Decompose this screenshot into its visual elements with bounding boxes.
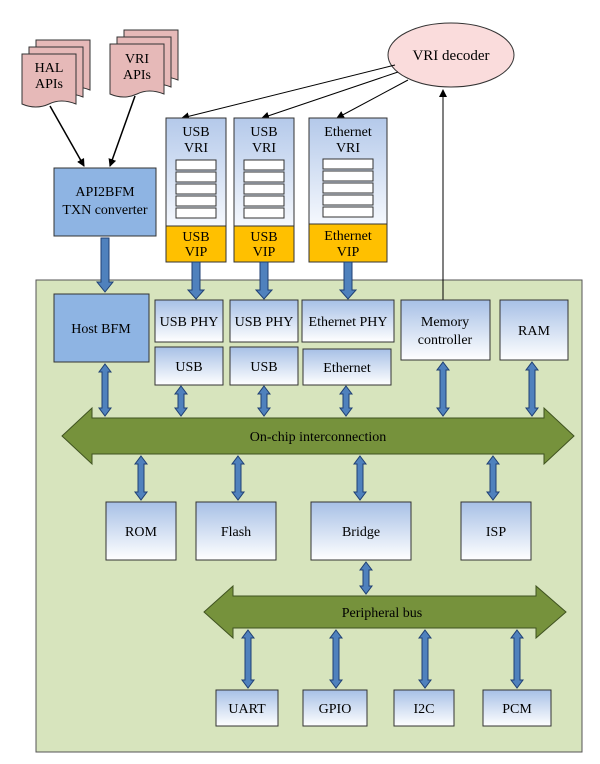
gpio-label: GPIO bbox=[319, 702, 352, 717]
flash-block bbox=[195, 501, 277, 561]
rom-block bbox=[105, 501, 177, 561]
converter-label-line2: TXN converter bbox=[62, 203, 147, 218]
vri-apis-label-line1: VRI bbox=[125, 52, 149, 67]
peripheral-connectors bbox=[241, 629, 524, 689]
uart-bus-connector bbox=[241, 629, 255, 689]
host-bfm-bus-connector bbox=[98, 363, 112, 417]
lower-bus-connectors bbox=[134, 455, 500, 501]
isp-label: ISP bbox=[486, 525, 506, 540]
flash-bus-connector bbox=[231, 455, 245, 501]
bridge-bus-connector bbox=[353, 455, 367, 501]
uart-label: UART bbox=[228, 702, 266, 717]
usb-phy-1-block bbox=[154, 299, 224, 343]
usb-vip-2-label-line1: USB bbox=[250, 230, 277, 245]
peripheral-bus bbox=[203, 584, 567, 640]
eth-phy-block bbox=[301, 299, 395, 343]
usb-vip-1-label-line1: USB bbox=[182, 230, 209, 245]
isp-bus-connector bbox=[486, 455, 500, 501]
usb-vri-column-1: USB VRI USB VIP bbox=[165, 117, 227, 263]
eth-vri-label-line1: Ethernet bbox=[324, 125, 372, 140]
usb-1-label: USB bbox=[175, 360, 202, 375]
usb-vri-2-label-line1: USB bbox=[250, 125, 277, 140]
eth-phy-label: Ethernet PHY bbox=[309, 315, 388, 330]
on-chip-interconnection-label: On-chip interconnection bbox=[250, 430, 386, 445]
vri-decoder-label: VRI decoder bbox=[412, 48, 489, 64]
eth-vip bbox=[308, 223, 388, 263]
usb-vip-1-label-line2: VIP bbox=[185, 245, 208, 260]
i2c-label: I2C bbox=[414, 702, 435, 717]
eth-vip-to-phy-connector bbox=[338, 261, 358, 300]
rom-label: ROM bbox=[125, 525, 157, 540]
usb-vri-1-label-line2: VRI bbox=[184, 141, 208, 156]
bridge-label: Bridge bbox=[342, 525, 380, 540]
usb-2-bus-connector bbox=[257, 385, 271, 417]
ram-block bbox=[499, 299, 569, 361]
hal-apis-stack: HAL APIs bbox=[21, 39, 91, 108]
usb-2-block bbox=[229, 346, 299, 386]
usb-vip-2-label-line2: VIP bbox=[253, 245, 276, 260]
converter-to-host-bfm-connector bbox=[95, 237, 115, 293]
converter-label-line1: API2BFM bbox=[75, 185, 135, 200]
pcm-bus-connector bbox=[510, 629, 524, 689]
decoder-to-eth-vri-arrow bbox=[336, 79, 409, 119]
i2c-block bbox=[393, 689, 455, 727]
upper-bus-connectors bbox=[98, 361, 539, 417]
usb-1-bus-connector bbox=[174, 385, 188, 417]
ethernet-block bbox=[302, 348, 392, 386]
vri-apis-stack: VRI APIs bbox=[109, 29, 179, 98]
hal-to-converter-arrow bbox=[49, 105, 85, 167]
pcm-block bbox=[482, 689, 552, 727]
usb-phy-2-block bbox=[229, 299, 299, 343]
api2bfm-converter bbox=[53, 167, 157, 237]
host-bfm-block bbox=[53, 293, 150, 363]
eth-vip-label-line1: Ethernet bbox=[324, 229, 372, 244]
isp-block bbox=[460, 501, 532, 561]
ram-bus-connector bbox=[525, 361, 539, 417]
usb-2-label: USB bbox=[250, 360, 277, 375]
memory-controller-label-line2: controller bbox=[418, 333, 473, 348]
usb-vri-2-label-line2: VRI bbox=[252, 141, 276, 156]
decoder-to-usb-vri-1-arrow bbox=[181, 64, 396, 121]
usb-vri-1-label-line1: USB bbox=[182, 125, 209, 140]
hal-apis-label-line1: HAL bbox=[35, 61, 64, 76]
usb-vip-1 bbox=[165, 225, 227, 263]
down-connectors bbox=[95, 237, 358, 300]
usb-phy-1-label: USB PHY bbox=[160, 315, 219, 330]
memory-controller-bus-connector bbox=[436, 361, 450, 417]
i2c-bus-connector bbox=[418, 629, 432, 689]
eth-vri-column: Ethernet VRI Ethernet VIP bbox=[308, 117, 388, 263]
bridge-peripheral-connector bbox=[359, 561, 373, 595]
vri-decoder bbox=[387, 22, 515, 88]
uart-block bbox=[215, 689, 279, 727]
peripheral-bus-label: Peripheral bus bbox=[342, 606, 422, 621]
usb-vri-column-2: USB VRI USB VIP bbox=[233, 117, 295, 263]
pcm-label: PCM bbox=[502, 702, 532, 717]
memory-controller-block bbox=[400, 299, 491, 361]
gpio-bus-connector bbox=[329, 629, 343, 689]
eth-vip-label-line2: VIP bbox=[337, 245, 360, 260]
decoder-to-usb-vri-2-arrow bbox=[261, 71, 399, 120]
vri-apis-label-line2: APIs bbox=[123, 68, 151, 83]
hal-apis-label-line2: APIs bbox=[35, 77, 63, 92]
bridge-block bbox=[310, 501, 412, 561]
usb-vip-2-to-phy-connector bbox=[254, 261, 274, 300]
host-bfm-label: Host BFM bbox=[71, 322, 131, 337]
vri-to-converter-arrow bbox=[108, 95, 136, 167]
usb-vip-1-to-phy-connector bbox=[186, 261, 206, 300]
ethernet-bus-connector bbox=[339, 385, 353, 417]
memory-controller-label-line1: Memory bbox=[421, 315, 469, 330]
usb-phy-2-label: USB PHY bbox=[235, 315, 294, 330]
ethernet-label: Ethernet bbox=[323, 361, 371, 376]
flash-label: Flash bbox=[221, 525, 251, 540]
ram-label: RAM bbox=[518, 324, 550, 339]
eth-vri-label-line2: VRI bbox=[336, 141, 360, 156]
gpio-block bbox=[302, 689, 368, 727]
on-chip-interconnection-bus bbox=[61, 406, 575, 466]
usb-1-block bbox=[154, 346, 224, 386]
rom-bus-connector bbox=[134, 455, 148, 501]
